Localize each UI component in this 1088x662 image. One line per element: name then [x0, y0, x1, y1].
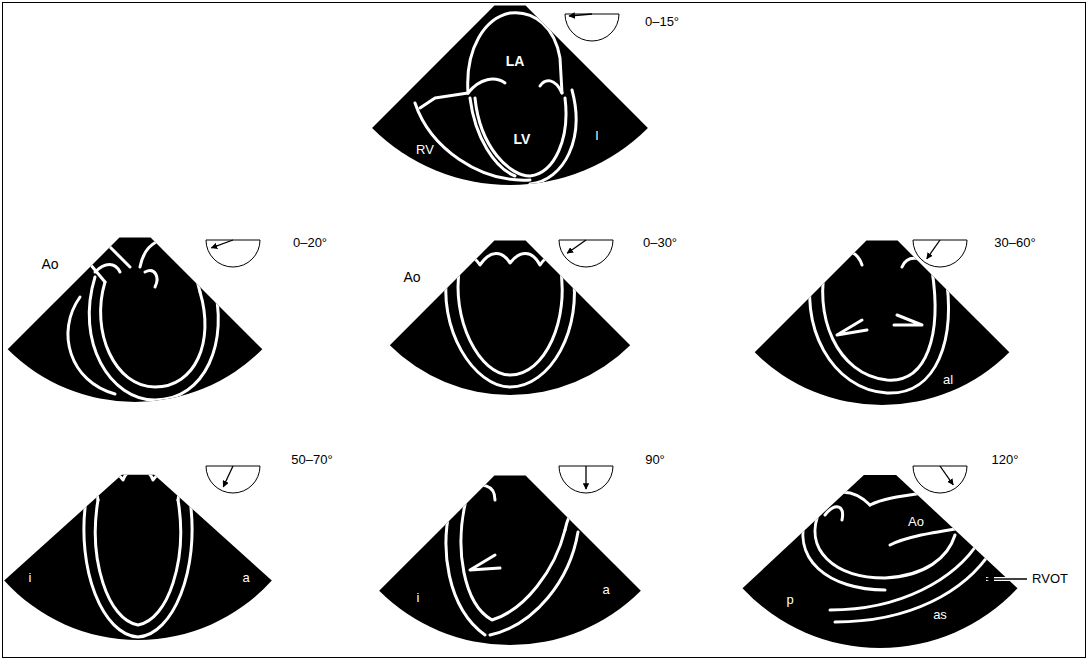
heart-outline: [803, 485, 992, 622]
vessel-label: Ao: [41, 257, 58, 272]
angle-label: 0–20°: [293, 236, 327, 250]
echo-sector: [372, 6, 648, 185]
wall-label: a: [242, 571, 249, 585]
echo-view-2: [8, 222, 263, 402]
angle-label: 50–70°: [291, 453, 332, 467]
heart-outline: [446, 253, 575, 387]
figure-frame: [3, 3, 1086, 658]
probe-angle-icon: [565, 14, 619, 41]
vessel-label: Ao: [908, 515, 924, 529]
echo-view-5: [4, 468, 272, 640]
probe-angle-icon: [913, 240, 967, 267]
angle-label: 30–60°: [994, 236, 1035, 250]
vessel-label: Ao: [403, 270, 420, 285]
echo-view-7: [743, 475, 1018, 648]
echo-view-3: [390, 241, 630, 395]
heart-outline: [35, 222, 218, 400]
echo-sector: [8, 238, 263, 402]
chamber-label: LV: [514, 132, 531, 147]
rvot-pointer: [986, 579, 1027, 580]
heart-outline: [810, 251, 949, 393]
echo-sector: [4, 475, 272, 640]
heart-outline: [446, 485, 620, 635]
wall-label: a: [602, 583, 609, 597]
chamber-label: LA: [506, 54, 525, 69]
echo-view-4: [755, 241, 1010, 405]
probe-angle-icon: [206, 240, 260, 267]
echo-sector: [755, 241, 1010, 405]
wall-label: l: [596, 129, 599, 143]
angle-label: 0–15°: [645, 15, 679, 29]
wall-label: i: [29, 571, 32, 585]
wall-label: p: [786, 593, 793, 607]
echo-sector: [743, 475, 1018, 648]
probe-angle-icon: [913, 466, 967, 493]
angle-label: 0–30°: [643, 236, 677, 250]
wall-label: as: [933, 608, 947, 622]
heart-outline: [84, 468, 192, 637]
echo-sector: [379, 476, 641, 645]
probe-angle-icon: [559, 240, 613, 267]
angle-label: 90°: [645, 453, 665, 467]
structure-label: RVOT: [1032, 572, 1068, 586]
probe-angle-icon: [559, 466, 613, 493]
heart-outline: [415, 13, 576, 184]
probe-angle-icon: [206, 466, 260, 493]
echo-view-6: [379, 476, 641, 645]
wall-label: al: [943, 373, 953, 387]
angle-label: 120°: [992, 453, 1019, 467]
chamber-label: RV: [416, 143, 434, 157]
echo-sector: [390, 241, 630, 395]
echo-view-1: [372, 6, 648, 185]
wall-label: i: [417, 591, 420, 605]
